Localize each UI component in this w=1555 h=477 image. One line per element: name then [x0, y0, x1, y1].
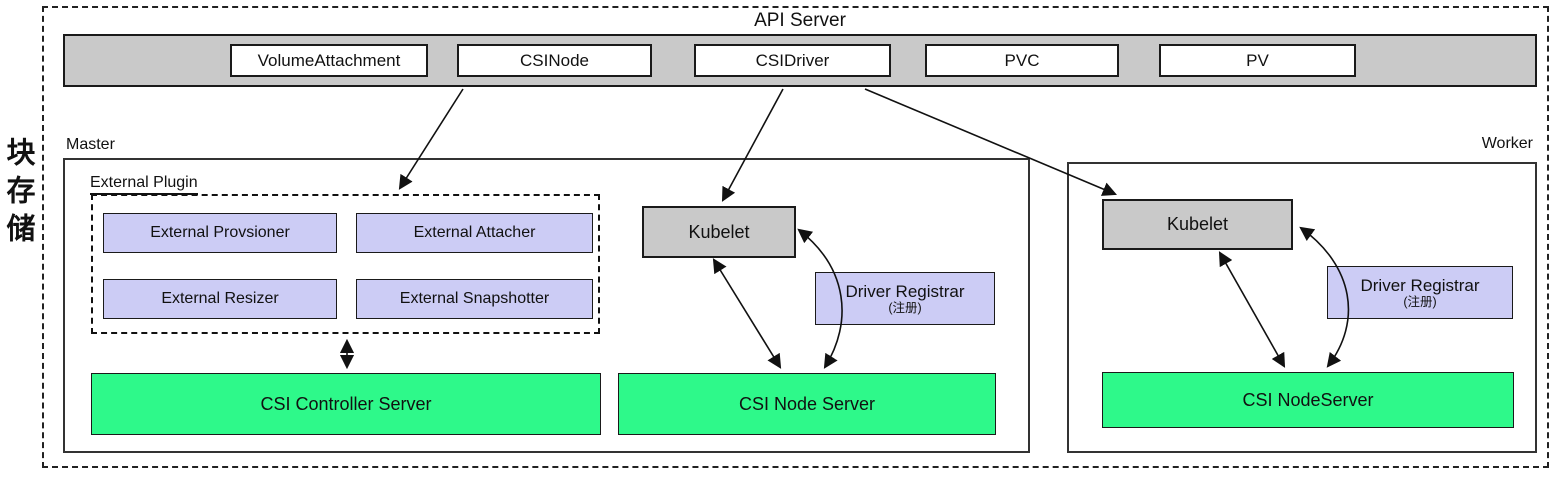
kubelet-master-box: Kubelet	[642, 206, 796, 258]
resource-csidriver: CSIDriver	[694, 44, 891, 77]
master-label: Master	[66, 136, 115, 153]
resource-pv: PV	[1159, 44, 1356, 77]
kubelet-worker-box: Kubelet	[1102, 199, 1293, 250]
driver-registrar-worker-box: Driver Registrar (注册)	[1327, 266, 1513, 319]
csi-controller-server-box: CSI Controller Server	[91, 373, 601, 435]
driver-registrar-worker-subtitle: (注册)	[1403, 295, 1437, 310]
external-attacher-box: External Attacher	[356, 213, 593, 253]
driver-registrar-master-subtitle: (注册)	[888, 301, 922, 316]
resource-csinode: CSINode	[457, 44, 652, 77]
driver-registrar-worker-title: Driver Registrar	[1360, 275, 1480, 295]
external-snapshotter-box: External Snapshotter	[356, 279, 593, 319]
api-server-title: API Server	[754, 10, 846, 31]
resource-volumeattachment: VolumeAttachment	[230, 44, 428, 77]
worker-label: Worker	[1481, 135, 1533, 152]
block-storage-side-label: 块存储	[2, 137, 34, 251]
resource-pvc: PVC	[925, 44, 1119, 77]
external-plugin-label: External Plugin	[90, 174, 198, 195]
driver-registrar-master-box: Driver Registrar (注册)	[815, 272, 995, 325]
external-plugin-box	[91, 194, 600, 334]
external-resizer-box: External Resizer	[103, 279, 337, 319]
csi-nodeserver-worker-box: CSI NodeServer	[1102, 372, 1514, 428]
block-storage-boundary	[42, 6, 1549, 468]
driver-registrar-master-title: Driver Registrar	[845, 281, 965, 301]
external-provisioner-box: External Provsioner	[103, 213, 337, 253]
csi-node-server-box: CSI Node Server	[618, 373, 996, 435]
